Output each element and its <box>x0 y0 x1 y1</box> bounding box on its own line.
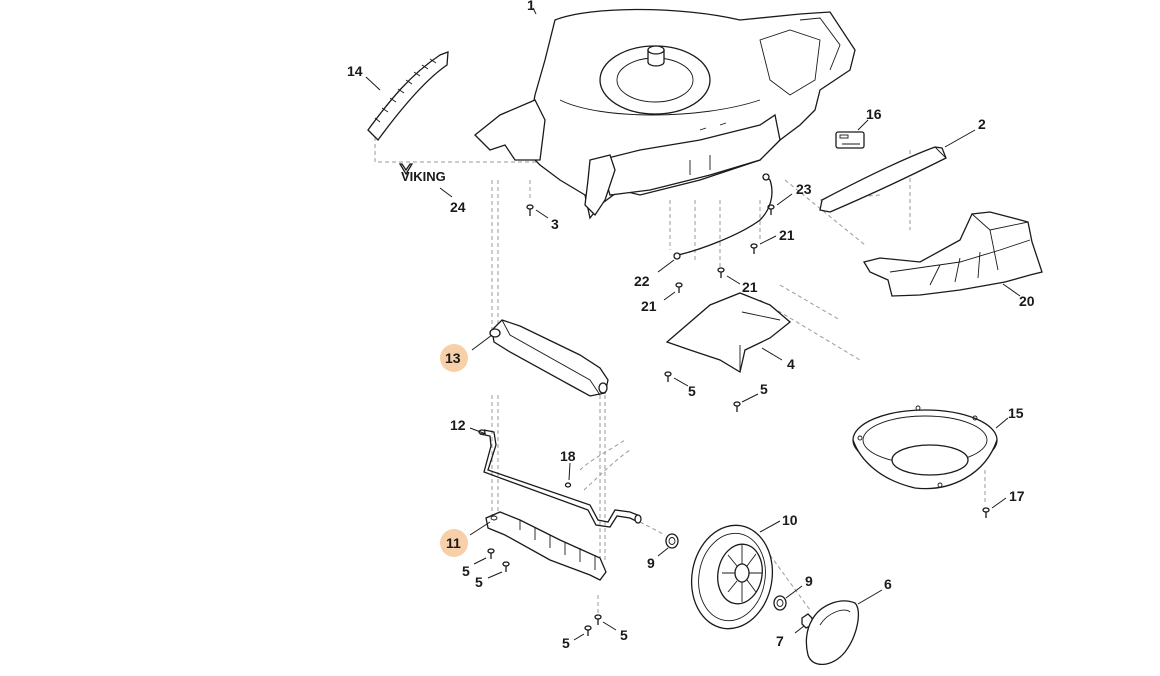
callout-10: 10 <box>782 512 798 528</box>
part-20-discharge-chute[interactable] <box>862 211 1043 297</box>
callout-5-b: 5 <box>760 381 768 397</box>
callout-9-b: 9 <box>805 573 813 589</box>
part-17-screw[interactable] <box>982 507 990 518</box>
callout-13-highlight <box>440 344 468 372</box>
callout-6: 6 <box>884 576 892 592</box>
callout-2: 2 <box>978 116 986 132</box>
part-5-screw-a[interactable] <box>664 371 672 382</box>
part-21-screw-b[interactable] <box>717 267 725 278</box>
part-21-screw-a[interactable] <box>750 243 758 254</box>
callout-5-a: 5 <box>688 383 696 399</box>
callout-7: 7 <box>776 633 784 649</box>
part-5-screw-f[interactable] <box>594 614 602 625</box>
part-9-bearing-a[interactable] <box>665 533 679 549</box>
part-10-wheel[interactable] <box>684 519 781 635</box>
part-3-screw[interactable] <box>526 204 534 216</box>
callout-3: 3 <box>551 216 559 232</box>
part-12-axle-rod[interactable] <box>478 429 642 528</box>
callout-5-c: 5 <box>462 563 470 579</box>
callout-18: 18 <box>560 448 576 464</box>
callout-11-highlight <box>440 529 468 557</box>
callout-24: 24 <box>450 199 466 215</box>
assembly-guide-lines <box>374 130 986 615</box>
part-18-clip[interactable] <box>564 439 631 491</box>
callout-14: 14 <box>347 63 363 79</box>
callout-22: 22 <box>634 273 650 289</box>
callout-20: 20 <box>1019 293 1035 309</box>
callout-12: 12 <box>450 417 466 433</box>
callout-4: 4 <box>787 356 795 372</box>
callout-5-d: 5 <box>475 574 483 590</box>
part-5-screw-c[interactable] <box>487 548 495 559</box>
callout-1: 1 <box>527 0 535 13</box>
part-22-wire[interactable] <box>673 173 773 260</box>
callout-15: 15 <box>1008 405 1024 421</box>
callout-16: 16 <box>866 106 882 122</box>
part-9-bearing-b[interactable] <box>773 595 787 611</box>
part-21-screw-c[interactable] <box>675 282 683 293</box>
callout-21-a: 21 <box>779 227 795 243</box>
part-5-screw-b[interactable] <box>733 401 741 412</box>
part-15-bowl[interactable] <box>852 405 998 490</box>
callout-9-a: 9 <box>647 555 655 571</box>
callout-11: 11 <box>446 535 461 551</box>
part-14-grille[interactable] <box>367 51 449 141</box>
callout-5-f: 5 <box>620 627 628 643</box>
callout-21-c: 21 <box>641 298 657 314</box>
callout-13: 13 <box>445 350 461 366</box>
callout-23: 23 <box>796 181 812 197</box>
part-1-mower-deck[interactable] <box>474 8 856 220</box>
part-6-hub-cap[interactable] <box>805 600 859 666</box>
part-24-logo-badge[interactable]: VIKING <box>398 163 446 184</box>
part-2-cover[interactable] <box>819 146 947 213</box>
part-13-roller-bar[interactable] <box>489 319 609 397</box>
part-4-deflector[interactable] <box>665 292 792 374</box>
part-11-bracket[interactable] <box>485 511 607 581</box>
viking-logo-text: VIKING <box>401 169 446 184</box>
part-5-screw-e[interactable] <box>584 625 592 636</box>
callout-21-b: 21 <box>742 279 758 295</box>
part-5-screw-d[interactable] <box>502 561 510 572</box>
part-16-label-plate[interactable] <box>835 131 865 149</box>
callout-5-e: 5 <box>562 635 570 651</box>
callout-17: 17 <box>1009 488 1025 504</box>
